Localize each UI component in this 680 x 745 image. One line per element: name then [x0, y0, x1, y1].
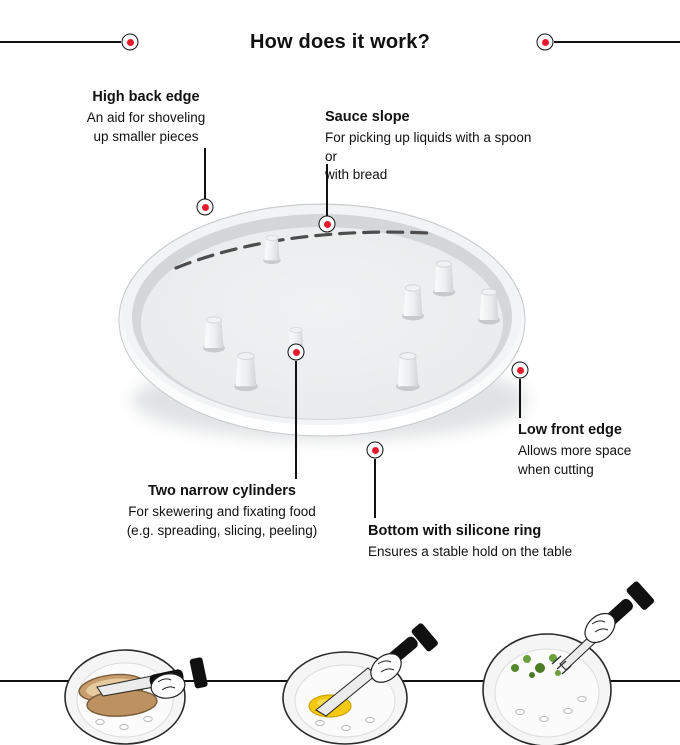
callout-desc-line: For skewering and fixating food: [128, 504, 316, 520]
callout-label: Bottom with silicone ring: [368, 523, 542, 539]
leader-line-high-back-edge: [204, 148, 206, 199]
callout-desc-line: An aid for shoveling: [86, 110, 206, 126]
red-dot-marker-bottom-silicone-ring: [366, 441, 384, 459]
red-dot-marker-high-back-edge: [196, 198, 214, 216]
callout-low-front-edge: Low front edge Allows more space when cu…: [518, 421, 673, 479]
red-dot-marker-sauce-slope: [318, 215, 336, 233]
red-dot-marker-low-front-edge: [511, 361, 529, 379]
callout-label: High back edge: [92, 89, 200, 105]
red-dot-marker-two-narrow-cylinders: [287, 343, 305, 361]
leader-line-two-narrow-cylinders: [295, 361, 297, 479]
sauce-slope-dashed-line: [174, 230, 430, 270]
callout-desc-line: Ensures a stable hold on the table: [368, 544, 573, 560]
callout-desc-line: For picking up liquids with a spoon or: [325, 130, 532, 164]
callout-desc-line: (e.g. spreading, slicing, peeling): [126, 522, 318, 538]
page-title: How does it work?: [249, 31, 431, 53]
header-line-left: [0, 41, 121, 43]
callout-label: Low front edge: [518, 422, 622, 438]
leader-line-sauce-slope: [326, 164, 328, 216]
plate-with-bread-and-knife-icon: [64, 649, 208, 745]
callout-sauce-slope: Sauce slope For picking up liquids with …: [325, 108, 540, 184]
callout-label: Sauce slope: [325, 109, 410, 125]
callout-two-narrow-cylinders: Two narrow cylinders For skewering and f…: [112, 482, 332, 540]
header-line-right: [554, 41, 680, 43]
callout-desc-line: when cutting: [518, 461, 594, 477]
callout-desc-line: Allows more space: [518, 443, 632, 459]
callout-desc-line: with bread: [325, 166, 388, 182]
callout-desc-line: up smaller pieces: [93, 128, 199, 144]
leader-line-bottom-silicone-ring: [374, 459, 376, 518]
red-dot-marker-title-right: [536, 33, 554, 51]
callout-bottom-silicone-ring: Bottom with silicone ring Ensures a stab…: [368, 522, 623, 562]
callout-label: Two narrow cylinders: [148, 483, 296, 499]
plate-with-peas-and-fork-icon: [482, 581, 655, 745]
red-dot-marker-title-left: [121, 33, 139, 51]
leader-line-low-front-edge: [519, 379, 521, 418]
callout-high-back-edge: High back edge An aid for shoveling up s…: [46, 88, 246, 146]
assistive-plate-render: [118, 203, 528, 440]
plate-with-butter-and-knife-icon: [282, 623, 438, 745]
